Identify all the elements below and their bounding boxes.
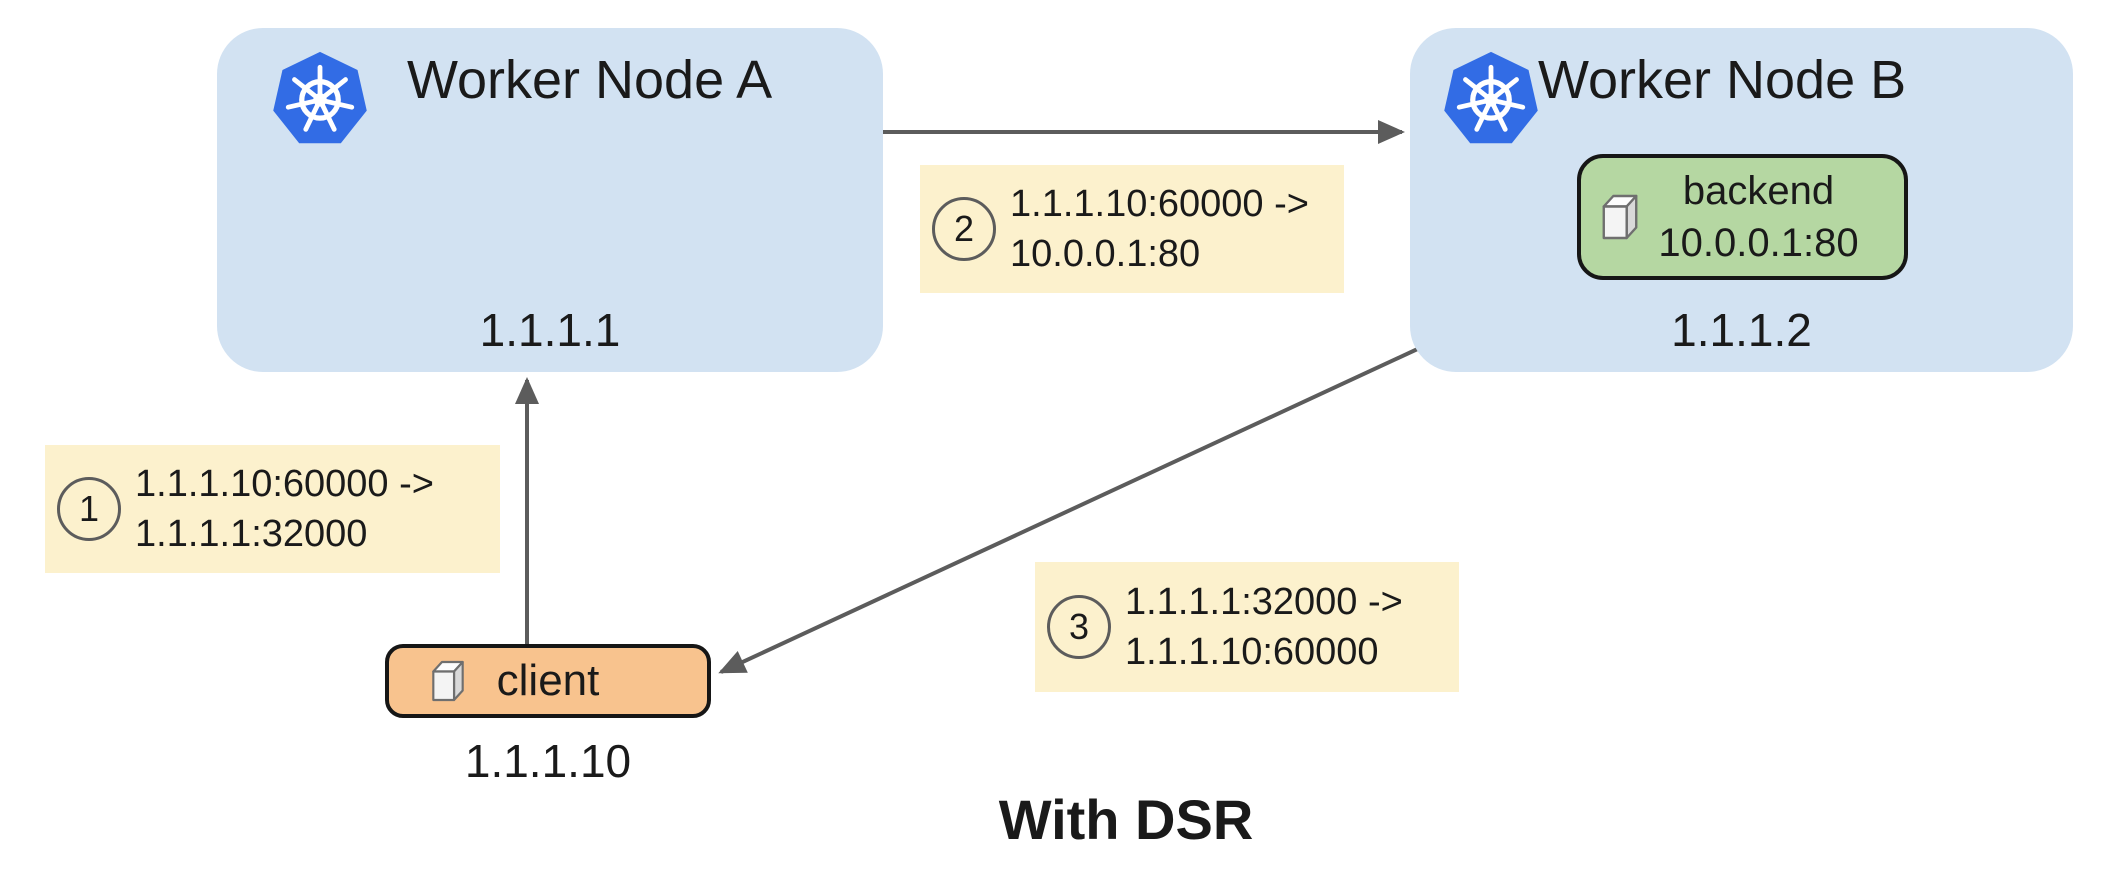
flow-step-3-label: 3 1.1.1.1:32000 -> 1.1.1.10:60000	[1035, 562, 1459, 692]
flow-step-3-line2: 1.1.1.10:60000	[1125, 631, 1379, 673]
flow-step-3-text: 1.1.1.1:32000 -> 1.1.1.10:60000	[1125, 562, 1403, 692]
flow-step-2-label: 2 1.1.1.10:60000 -> 10.0.0.1:80	[920, 165, 1344, 293]
flow-step-1-line1: 1.1.1.10:60000 ->	[135, 463, 434, 505]
worker-node-b: Worker Node B backend 10.0.0.1:80 1.1.1.…	[1410, 28, 2073, 372]
backend-pod-address: 10.0.0.1:80	[1658, 221, 1859, 265]
step-3-badge: 3	[1047, 595, 1111, 659]
node-a-title: Worker Node A	[407, 50, 773, 110]
kubernetes-icon	[272, 50, 368, 146]
client-pod-name: client	[496, 656, 600, 705]
flow-step-1-text: 1.1.1.10:60000 -> 1.1.1.1:32000	[135, 445, 434, 573]
kubernetes-icon	[1443, 50, 1539, 146]
node-a-ip: 1.1.1.1	[479, 304, 621, 356]
node-b-ip: 1.1.1.2	[1671, 304, 1812, 356]
arrow-worker-b-to-client	[718, 344, 1425, 674]
step-1-badge: 1	[57, 477, 121, 541]
flow-step-1-label: 1 1.1.1.10:60000 -> 1.1.1.1:32000	[45, 445, 500, 573]
backend-pod-text: backend 10.0.0.1:80	[1619, 158, 1898, 276]
flow-step-3-line1: 1.1.1.1:32000 ->	[1125, 581, 1403, 623]
worker-node-a: Worker Node A 1.1.1.1	[217, 28, 883, 372]
step-1-number: 1	[78, 488, 100, 529]
flow-step-2-line2: 10.0.0.1:80	[1010, 233, 1201, 275]
step-2-badge: 2	[932, 197, 996, 261]
flow-step-1-line2: 1.1.1.1:32000	[135, 513, 368, 555]
step-3-number: 3	[1068, 606, 1090, 647]
flow-step-2-line1: 1.1.1.10:60000 ->	[1010, 183, 1309, 225]
node-b-title: Worker Node B	[1538, 50, 1907, 110]
backend-pod-name: backend	[1682, 169, 1835, 213]
client-ip: 1.1.1.10	[464, 735, 632, 787]
backend-pod: backend 10.0.0.1:80	[1577, 154, 1908, 280]
client-pod: client	[385, 644, 711, 718]
flow-step-2-text: 1.1.1.10:60000 -> 10.0.0.1:80	[1010, 165, 1309, 293]
step-2-number: 2	[953, 208, 975, 249]
diagram-title: With DSR	[998, 788, 1254, 851]
